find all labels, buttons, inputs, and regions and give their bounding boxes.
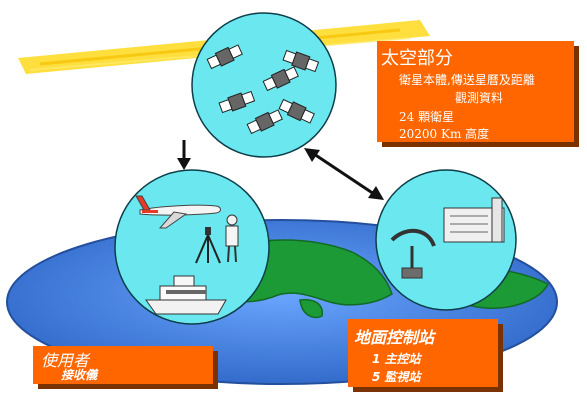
surveyor-tripod-icon bbox=[195, 227, 221, 264]
user-segment-circle bbox=[114, 169, 270, 325]
person-icon bbox=[225, 214, 239, 263]
land-mass bbox=[299, 298, 323, 319]
satellite-constellation-circle bbox=[191, 12, 337, 158]
ground-segment-box: 地面控制站 1 主控站 5 監視站 bbox=[348, 319, 498, 387]
building-icon bbox=[443, 197, 505, 243]
space-segment-line: 20200 Km 高度 bbox=[399, 127, 490, 141]
satellite-icon bbox=[246, 109, 283, 135]
space-segment-line: 24 顆衛星 bbox=[399, 110, 455, 124]
ground-segment-title: 地面控制站 bbox=[354, 328, 435, 347]
airplane-icon bbox=[135, 195, 221, 229]
ground-segment-line: 5 監視站 bbox=[372, 370, 421, 384]
satellite-icon bbox=[262, 66, 299, 92]
satellite-icon bbox=[282, 49, 320, 73]
space-segment-box: 太空部分 衛星本體,傳送星曆及距離 觀測資料 24 顆衛星 20200 Km 高… bbox=[377, 41, 574, 142]
user-segment-line: 接收儀 bbox=[61, 368, 98, 382]
double-arrow bbox=[304, 148, 384, 200]
satellite-icon bbox=[206, 44, 243, 70]
ship-icon bbox=[145, 275, 227, 315]
ground-control-circle bbox=[375, 169, 517, 311]
user-segment-box: 使用者 接收儀 bbox=[33, 346, 213, 384]
space-segment-title: 太空部分 bbox=[381, 48, 453, 69]
antenna-dish-icon bbox=[390, 229, 436, 279]
satellite-icon bbox=[278, 98, 315, 124]
satellite-icon bbox=[218, 90, 256, 114]
space-segment-line: 衛星本體,傳送星曆及距離 bbox=[399, 73, 535, 87]
space-segment-line: 觀測資料 bbox=[455, 91, 504, 105]
ground-segment-line: 1 主控站 bbox=[372, 352, 421, 366]
user-segment-title: 使用者 bbox=[41, 351, 90, 370]
down-arrow bbox=[177, 140, 191, 170]
